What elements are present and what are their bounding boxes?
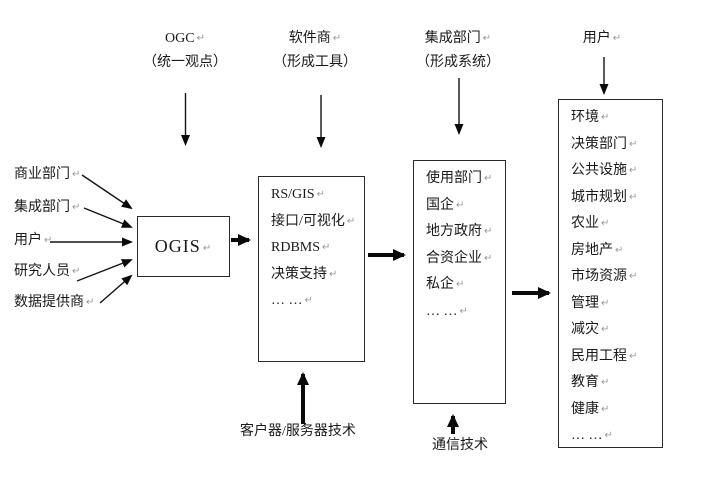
pilcrow-mark: ↵ — [482, 33, 492, 44]
pilcrow-mark: ↵ — [196, 33, 205, 44]
label-line2: （形成工具） — [273, 55, 357, 70]
list-item: RS/GIS↵ — [271, 187, 325, 202]
tools-box: RS/GIS↵ 接口/可视化↵ RDBMS↵ 决策支持↵ … …↵ — [258, 176, 365, 362]
pilcrow-mark: ↵ — [601, 218, 610, 229]
pilcrow-mark: ↵ — [601, 297, 610, 309]
list-item: 私企↵ — [426, 277, 465, 292]
bottom-label-client-server-tech: 客户器/服务器技术 — [240, 424, 356, 439]
pilcrow-mark: ↵ — [629, 271, 638, 282]
list-item: … …↵ — [271, 293, 313, 308]
pilcrow-mark: ↵ — [72, 266, 81, 277]
list-item: 公共设施↵ — [571, 163, 638, 178]
arrow-dataprovider-to-ogis — [99, 274, 133, 304]
left-label-data-providers: 数据提供商↵ — [14, 295, 95, 310]
list-item: 接口/可视化↵ — [271, 213, 356, 229]
list-item: 使用部门↵ — [426, 171, 493, 186]
pilcrow-mark: ↵ — [615, 244, 624, 256]
pilcrow-mark: ↵ — [44, 235, 53, 246]
list-item: 环境↵ — [571, 110, 610, 125]
arrow-researcher-to-ogis — [76, 259, 133, 282]
list-item: 市场资源↵ — [571, 269, 638, 284]
list-item: 农业↵ — [571, 216, 610, 231]
pilcrow-mark: ↵ — [484, 252, 493, 264]
top-label-software-vendor: 软件商↵ （形成工具） — [250, 27, 380, 75]
arrow-integration-to-ogis — [83, 207, 133, 228]
list-item: 管理↵ — [571, 295, 610, 311]
pilcrow-mark: ↵ — [202, 243, 213, 254]
bottom-label-comm-tech: 通信技术 — [432, 438, 488, 453]
domains-box: 环境↵ 决策部门↵ 公共设施↵ 城市规划↵ 农业↵ 房地产↵ 市场资源↵ 管理↵… — [558, 99, 663, 448]
label-line2: （形成系统） — [416, 55, 500, 70]
label-line1: 软件商↵ — [288, 31, 342, 46]
left-label-business-dept: 商业部门↵ — [14, 167, 81, 182]
list-item: 民用工程↵ — [571, 348, 638, 364]
list-item: 合资企业↵ — [426, 250, 493, 266]
list-item: 健康↵ — [571, 401, 610, 417]
label-line2: （统一观点） — [143, 55, 227, 70]
list-item: RDBMS↵ — [271, 240, 331, 255]
label-line1: OGC↵ — [165, 31, 205, 46]
domains-box-items: 环境↵ 决策部门↵ 公共设施↵ 城市规划↵ 农业↵ 房地产↵ 市场资源↵ 管理↵… — [559, 100, 662, 450]
list-item: 决策支持↵ — [271, 266, 338, 282]
list-item: 决策部门↵ — [571, 136, 638, 152]
pilcrow-mark: ↵ — [456, 279, 465, 290]
pilcrow-mark: ↵ — [484, 173, 493, 184]
pilcrow-mark: ↵ — [601, 324, 610, 335]
orgs-box: 使用部门↵ 国企↵ 地方政府↵ 合资企业↵ 私企↵ … …↵ — [413, 160, 506, 404]
ogis-box: OGIS↵ — [137, 216, 230, 277]
pilcrow-mark: ↵ — [601, 403, 610, 415]
pilcrow-mark: ↵ — [604, 430, 613, 441]
pilcrow-mark: ↵ — [456, 199, 465, 211]
pilcrow-mark: ↵ — [304, 295, 313, 306]
pilcrow-mark: ↵ — [72, 169, 81, 180]
pilcrow-mark: ↵ — [329, 268, 338, 280]
pilcrow-mark: ↵ — [484, 226, 493, 237]
pilcrow-mark: ↵ — [629, 165, 638, 176]
pilcrow-mark: ↵ — [601, 112, 610, 123]
pilcrow-mark: ↵ — [629, 191, 638, 203]
pilcrow-mark: ↵ — [629, 350, 638, 362]
pilcrow-mark: ↵ — [86, 297, 95, 308]
list-item: … …↵ — [571, 428, 613, 443]
arrow-business-to-ogis — [81, 174, 133, 210]
list-item: 地方政府↵ — [426, 224, 493, 239]
pilcrow-mark: ↵ — [332, 33, 342, 44]
pilcrow-mark: ↵ — [601, 377, 610, 388]
list-item: 教育↵ — [571, 375, 610, 390]
pilcrow-mark: ↵ — [322, 242, 331, 253]
list-item: 国企↵ — [426, 197, 465, 213]
pilcrow-mark: ↵ — [612, 33, 622, 44]
pilcrow-mark: ↵ — [629, 138, 638, 150]
orgs-box-items: 使用部门↵ 国企↵ 地方政府↵ 合资企业↵ 私企↵ … …↵ — [414, 161, 505, 325]
top-label-user: 用户↵ — [537, 27, 667, 51]
list-item: 城市规划↵ — [571, 189, 638, 205]
ogis-box-label: OGIS↵ — [154, 236, 213, 256]
list-item: 房地产↵ — [571, 242, 624, 258]
label-line1: 用户↵ — [582, 31, 622, 46]
tools-box-items: RS/GIS↵ 接口/可视化↵ RDBMS↵ 决策支持↵ … …↵ — [259, 177, 364, 315]
label-line1: 集成部门↵ — [424, 31, 492, 46]
pilcrow-mark: ↵ — [459, 305, 468, 317]
pilcrow-mark: ↵ — [72, 202, 81, 213]
list-item: 减灾↵ — [571, 322, 610, 337]
left-label-integration-dept: 集成部门↵ — [14, 200, 81, 215]
pilcrow-mark: ↵ — [316, 189, 325, 200]
list-item: … …↵ — [426, 303, 468, 319]
pilcrow-mark: ↵ — [346, 215, 356, 227]
top-label-integrator: 集成部门↵ （形成系统） — [393, 27, 523, 75]
left-label-researchers: 研究人员↵ — [14, 264, 81, 279]
top-label-ogc: OGC↵ （统一观点） — [120, 27, 250, 75]
left-label-users: 用户↵ — [14, 233, 53, 248]
